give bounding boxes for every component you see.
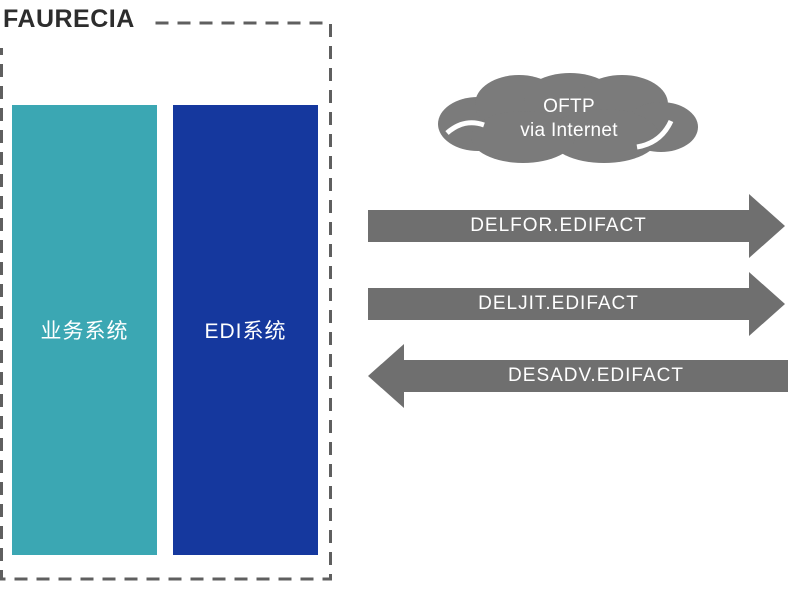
- cloud-label: OFTP via Internet: [440, 95, 698, 143]
- faurecia-boundary-box: [0, 21, 332, 581]
- edi-system-bar: EDI系统: [173, 105, 318, 555]
- cloud-icon: [438, 73, 698, 163]
- business-system-bar: 业务系统: [12, 105, 157, 555]
- desadv-arrow-left-icon: [368, 344, 788, 408]
- delfor-arrow-label: DELFOR.EDIFACT: [470, 215, 647, 236]
- edi-system-label: EDI系统: [204, 320, 287, 343]
- delfor-arrow-right-icon: [368, 194, 785, 258]
- cloud-label-line2: via Internet: [520, 120, 618, 141]
- cloud-label-line1: OFTP: [543, 96, 595, 117]
- deljit-arrow-label: DELJIT.EDIFACT: [478, 293, 639, 314]
- desadv-arrow-label: DESADV.EDIFACT: [508, 365, 684, 386]
- business-system-label: 业务系统: [40, 320, 129, 343]
- deljit-arrow-right-icon: [368, 272, 785, 336]
- boundary-title-mask: [0, 0, 150, 48]
- company-title: FAURECIA: [3, 5, 135, 33]
